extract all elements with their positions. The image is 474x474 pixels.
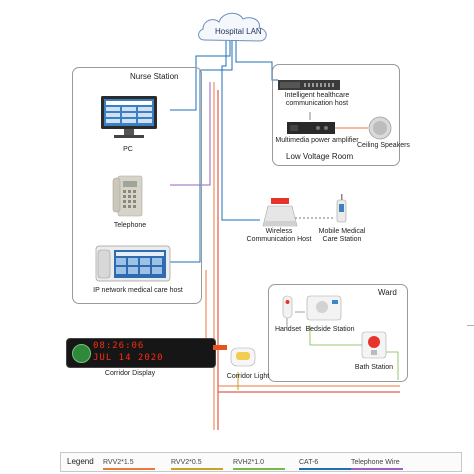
- legend-swatch: [233, 468, 285, 470]
- mobile-station-label-line2: Care Station: [322, 236, 362, 243]
- nurse-station-title: Nurse Station: [130, 72, 179, 81]
- pc-monitor-icon: [101, 96, 157, 138]
- ward-box: [268, 284, 408, 382]
- host-label-line2: communication host: [285, 100, 349, 107]
- ip-medical-care-host-icon: [95, 245, 171, 282]
- telephone-wire: [170, 82, 211, 186]
- communication-host-rack-icon: [278, 80, 340, 90]
- corridor-display-label: Corridor Display: [104, 370, 156, 377]
- handset-label: Handset: [274, 326, 302, 333]
- bath-station-icon: [361, 331, 387, 359]
- host-label-line1: Intelligent healthcare: [284, 92, 350, 99]
- bath-station-label: Bath Station: [354, 364, 394, 371]
- legend-title: Legend: [67, 457, 94, 466]
- wireless-host-label-line2: Communication Host: [246, 236, 312, 243]
- legend-label: CAT-6: [299, 459, 319, 466]
- led-tag-icon: [213, 345, 227, 350]
- ceiling-speaker-icon: [368, 116, 392, 140]
- legend-swatch: [171, 468, 223, 470]
- ip-host-label: IP network medical care host: [93, 287, 183, 294]
- mobile-station-label-line1: Mobile Medical: [318, 228, 366, 235]
- wireless-host-icon: [262, 198, 298, 227]
- telephone-label: Telephone: [113, 222, 147, 229]
- mobile-care-station-icon: [336, 194, 347, 223]
- led-logo-icon: [72, 344, 91, 363]
- ceiling-speakers-label: Ceiling Speakers: [357, 142, 410, 149]
- legend-swatch: [103, 468, 155, 470]
- bedside-station-icon: [306, 295, 342, 321]
- led-time: 08:26:06: [93, 341, 145, 351]
- amp-label: Multimedia power amplifier: [275, 137, 359, 144]
- legend-label: RVV2*0.5: [171, 459, 202, 466]
- low-voltage-room-title: Low Voltage Room: [286, 152, 354, 161]
- corridor-light-label: Corridor Light: [226, 373, 270, 380]
- telephone-icon: [112, 175, 143, 217]
- pc-label: PC: [123, 146, 133, 153]
- hospital-lan-label: Hospital LAN: [215, 27, 262, 36]
- wireless-host-label-line1: Wireless: [265, 228, 293, 235]
- led-date: JUL 14 2020: [93, 353, 164, 363]
- corridor-light-icon: [230, 347, 256, 367]
- handset-icon: [282, 295, 293, 319]
- bedside-station-label: Bedside Station: [305, 326, 355, 333]
- legend-label: Telephone Wire: [351, 459, 400, 466]
- hospital-lan-cloud: [198, 12, 267, 42]
- ward-title: Ward: [378, 288, 397, 297]
- power-amplifier-icon: [287, 122, 335, 134]
- legend-swatch: [351, 468, 403, 470]
- legend-swatch: [299, 468, 351, 470]
- low-voltage-room-box: [272, 64, 400, 166]
- nurse-station-box: [72, 67, 202, 304]
- corridor-display-led: 08:26:06 JUL 14 2020: [66, 338, 216, 368]
- legend-label: RVH2*1.0: [233, 459, 265, 466]
- legend: Legend RVV2*1.5 RVV2*0.5 RVH2*1.0 CAT-6 …: [60, 452, 462, 472]
- legend-label: RVV2*1.5: [103, 459, 134, 466]
